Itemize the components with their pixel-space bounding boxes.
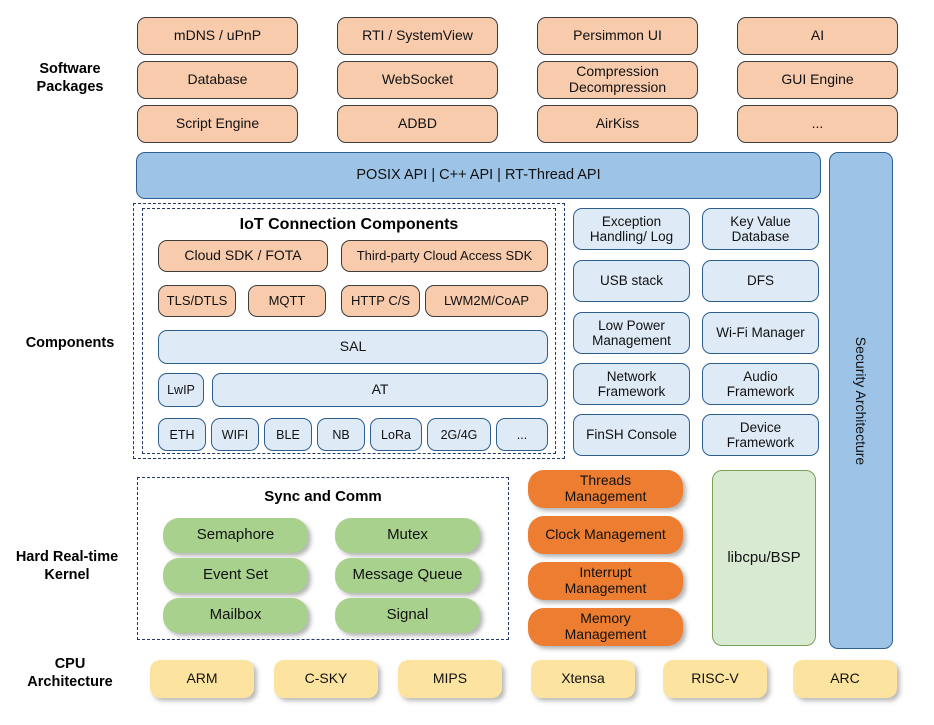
kernel-sync-box[interactable]: Mailbox	[163, 598, 308, 633]
cpu-arch-box[interactable]: ARC	[793, 660, 897, 698]
kernel-sync-box[interactable]: Signal	[335, 598, 480, 633]
component-box[interactable]: Device Framework	[702, 414, 819, 456]
iot-link-box[interactable]: WIFI	[211, 418, 259, 451]
iot-link-box[interactable]: ETH	[158, 418, 206, 451]
kernel-management-box[interactable]: Interrupt Management	[528, 562, 683, 600]
package-box[interactable]: Compression Decompression	[537, 61, 698, 99]
component-box[interactable]: Wi-Fi Manager	[702, 312, 819, 354]
package-box[interactable]: Database	[137, 61, 298, 99]
security-architecture-label: Security Architecture	[853, 336, 869, 465]
package-box[interactable]: mDNS / uPnP	[137, 17, 298, 55]
iot-connection-title: IoT Connection Components	[239, 216, 459, 233]
iot-link-box[interactable]: NB	[317, 418, 365, 451]
iot-cloud-box[interactable]: Third-party Cloud Access SDK	[341, 240, 548, 272]
kernel-management-box[interactable]: Memory Management	[528, 608, 683, 646]
iot-protocol-box[interactable]: TLS/DTLS	[158, 285, 236, 317]
api-bar[interactable]: POSIX API | C++ API | RT-Thread API	[136, 152, 821, 199]
package-box[interactable]: RTI / SystemView	[337, 17, 498, 55]
cpu-arch-box[interactable]: ARM	[150, 660, 254, 698]
iot-protocol-box[interactable]: LWM2M/CoAP	[425, 285, 548, 317]
row-label-software-packages: Software Packages	[36, 61, 104, 96]
component-box[interactable]: Low Power Management	[573, 312, 690, 354]
kernel-sync-box[interactable]: Event Set	[163, 558, 308, 593]
iot-link-box[interactable]: BLE	[264, 418, 312, 451]
component-box[interactable]: USB stack	[573, 260, 690, 302]
security-architecture-bar[interactable]: Security Architecture	[829, 152, 893, 649]
libcpu-bsp-box[interactable]: libcpu/BSP	[712, 470, 816, 646]
cpu-arch-box[interactable]: MIPS	[398, 660, 502, 698]
row-label-components: Components	[25, 335, 115, 351]
component-box[interactable]: FinSH Console	[573, 414, 690, 456]
package-box[interactable]: Script Engine	[137, 105, 298, 143]
iot-lwip-box[interactable]: LwIP	[158, 373, 204, 407]
component-box[interactable]: Audio Framework	[702, 363, 819, 405]
iot-connection-frame: IoT Connection Components	[142, 208, 556, 454]
kernel-sync-box[interactable]: Mutex	[335, 518, 480, 553]
iot-link-box[interactable]: LoRa	[370, 418, 422, 451]
cpu-arch-box[interactable]: Xtensa	[531, 660, 635, 698]
component-box[interactable]: Exception Handling/ Log	[573, 208, 690, 250]
kernel-management-box[interactable]: Threads Management	[528, 470, 683, 508]
iot-protocol-box[interactable]: MQTT	[248, 285, 326, 317]
components-group-frame	[133, 203, 565, 459]
iot-link-box[interactable]: ...	[496, 418, 548, 451]
iot-sal-box[interactable]: SAL	[158, 330, 548, 364]
row-label-hard-real-time-kernel: Hard Real-time Kernel	[15, 549, 119, 584]
package-box[interactable]: Persimmon UI	[537, 17, 698, 55]
sync-and-comm-frame: Sync and Comm	[137, 477, 509, 640]
cpu-arch-box[interactable]: C-SKY	[274, 660, 378, 698]
kernel-sync-box[interactable]: Semaphore	[163, 518, 308, 553]
kernel-sync-box[interactable]: Message Queue	[335, 558, 480, 593]
iot-cloud-box[interactable]: Cloud SDK / FOTA	[158, 240, 328, 272]
package-box[interactable]: GUI Engine	[737, 61, 898, 99]
sync-and-comm-title: Sync and Comm	[264, 488, 382, 505]
component-box[interactable]: Network Framework	[573, 363, 690, 405]
iot-link-box[interactable]: 2G/4G	[427, 418, 491, 451]
component-box[interactable]: DFS	[702, 260, 819, 302]
package-box[interactable]: AirKiss	[537, 105, 698, 143]
cpu-arch-box[interactable]: RISC-V	[663, 660, 767, 698]
package-box[interactable]: AI	[737, 17, 898, 55]
package-box[interactable]: ...	[737, 105, 898, 143]
package-box[interactable]: WebSocket	[337, 61, 498, 99]
kernel-management-box[interactable]: Clock Management	[528, 516, 683, 554]
component-box[interactable]: Key Value Database	[702, 208, 819, 250]
iot-at-box[interactable]: AT	[212, 373, 548, 407]
row-label-cpu-architecture: CPU Architecture	[27, 656, 113, 691]
package-box[interactable]: ADBD	[337, 105, 498, 143]
iot-protocol-box[interactable]: HTTP C/S	[341, 285, 420, 317]
